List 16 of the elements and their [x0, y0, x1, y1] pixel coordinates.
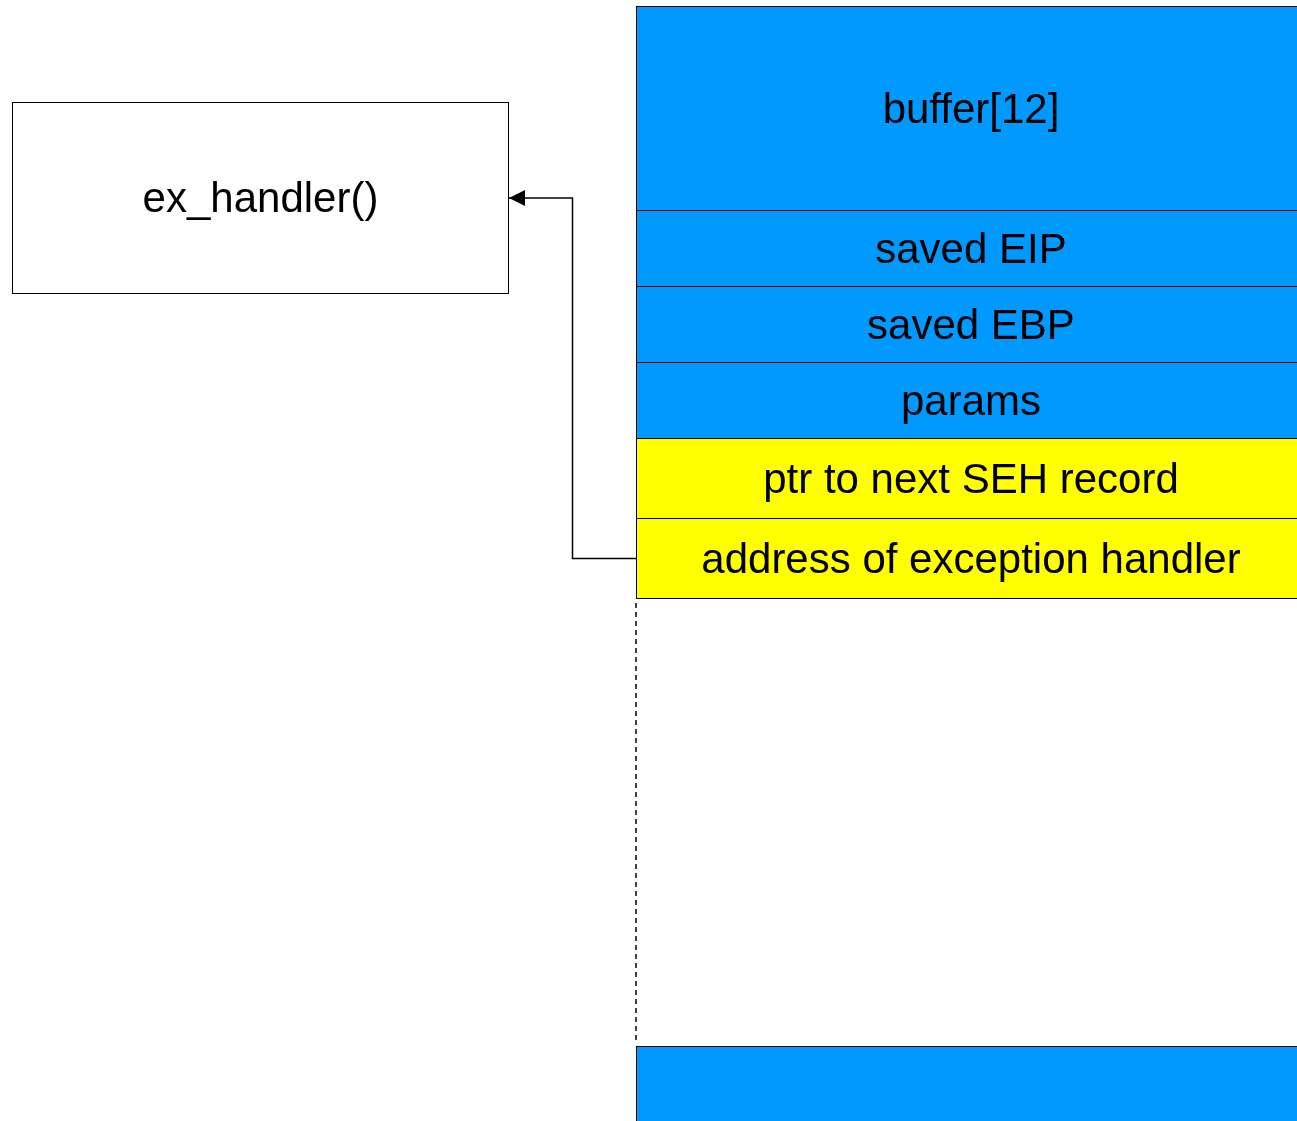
stack-cell — [636, 210, 1297, 287]
cell-label: ex_handler() — [142, 174, 379, 222]
function-box — [12, 102, 509, 294]
seh-record-cell — [636, 518, 1297, 599]
cell-label: ptr to next SEH record — [763, 454, 1179, 503]
cell-label: params — [900, 376, 1042, 425]
stack-cell — [636, 362, 1297, 439]
cell-label: buffer[12] — [882, 84, 1060, 133]
stack-cell — [636, 1046, 1297, 1121]
cell-label: saved EIP — [875, 224, 1067, 273]
seh-record-cell — [636, 438, 1297, 519]
cell-label: address of exception handler — [701, 534, 1241, 583]
cell-label: saved EBP — [867, 300, 1075, 349]
arrow — [508, 190, 637, 560]
stack-cell — [636, 6, 1297, 211]
stack-cell — [636, 286, 1297, 363]
